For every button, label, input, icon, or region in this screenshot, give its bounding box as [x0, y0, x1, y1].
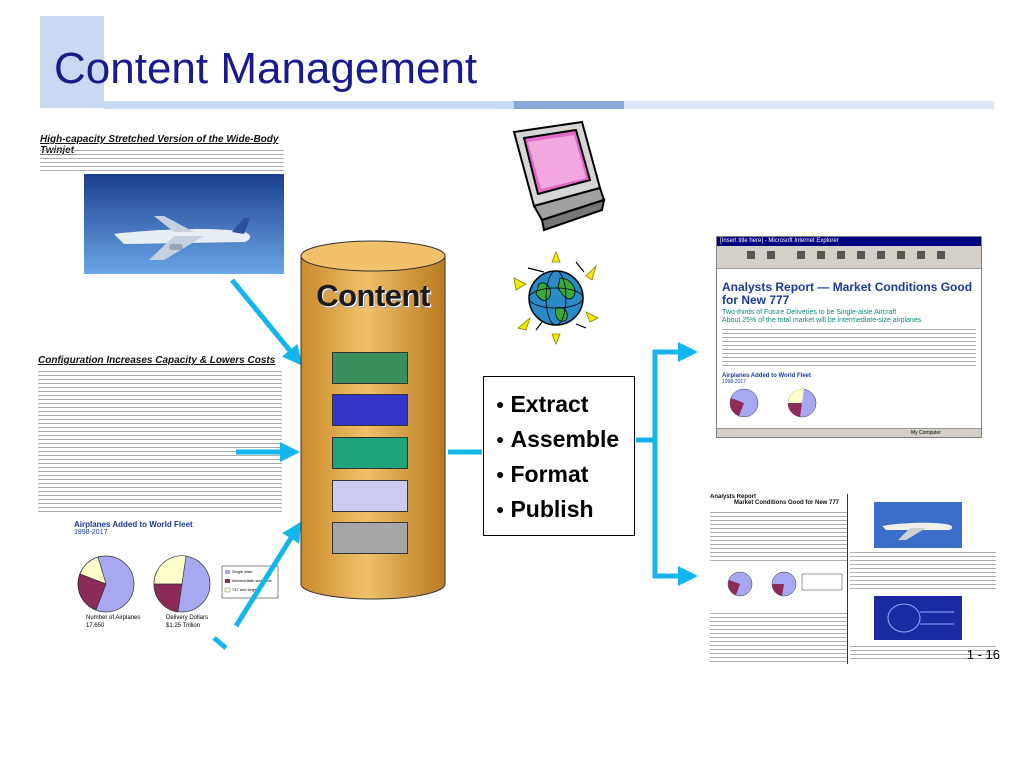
- browser-pie-charts: [729, 388, 817, 418]
- step-item: ● Publish: [496, 492, 634, 527]
- toolbar-icons: [747, 251, 945, 259]
- content-slab-2: [332, 394, 408, 426]
- browser-output-window: [Insert title here] - Microsoft Internet…: [716, 236, 982, 438]
- step-item: ● Format: [496, 457, 634, 492]
- report-pie-charts: [727, 571, 843, 597]
- legend-item: Single aisle: [232, 569, 253, 574]
- process-steps-box: ● Extract ● Assemble ● Format ● Publish: [483, 376, 635, 536]
- printed-report-page-2: [848, 494, 996, 666]
- browser-page: Analysts Report — Market Conditions Good…: [717, 277, 981, 429]
- engine-diagram: [874, 596, 962, 640]
- title-rule: [104, 101, 994, 109]
- doc2-heading: Configuration Increases Capacity & Lower…: [38, 355, 276, 366]
- step-label: Extract: [510, 391, 589, 417]
- step-item: ● Assemble: [496, 422, 634, 457]
- content-repository-cylinder: [300, 240, 446, 600]
- source-doc-chart: Airplanes Added to World Fleet 1998-2017…: [74, 520, 280, 644]
- printed-report-page: Analysts Report Market Conditions Good f…: [710, 494, 848, 664]
- source-doc-article: High-capacity Stretched Version of the W…: [40, 134, 284, 274]
- airplane-icon: [114, 216, 250, 260]
- browser-chart-subtitle: 1998-2017: [722, 379, 746, 385]
- browser-status-text: My Computer: [910, 430, 941, 436]
- legend-item: Intermediate size aisle: [232, 578, 272, 583]
- step-item: ● Extract: [496, 387, 634, 422]
- browser-toolbar: [717, 246, 981, 269]
- pie2-label: Delivery Dollars $1.25 Trillion: [166, 615, 209, 629]
- step-label: Format: [510, 461, 589, 487]
- bullet-icon: ●: [496, 501, 505, 517]
- globe-icon: [513, 250, 599, 346]
- browser-heading: Analysts Report — Market Conditions Good…: [722, 280, 973, 307]
- content-slab-5: [332, 522, 408, 554]
- step-label: Publish: [510, 496, 594, 522]
- title-accent: [40, 16, 104, 108]
- monitor-icon: [512, 120, 606, 232]
- bullet-icon: ●: [496, 396, 505, 412]
- content-slab-4: [332, 480, 408, 512]
- browser-status-bar: My Computer: [717, 428, 981, 437]
- airplane-photo: [84, 174, 284, 274]
- left-chart-subtitle: 1998-2017: [74, 529, 108, 536]
- content-slab-3: [332, 437, 408, 469]
- bullet-icon: ●: [496, 431, 505, 447]
- pie1-label: Number of Airplanes 17,650: [86, 615, 141, 629]
- content-slab-1: [332, 352, 408, 384]
- browser-title-bar: [Insert title here] - Microsoft Internet…: [717, 237, 981, 246]
- cylinder-label: Content: [316, 278, 430, 313]
- legend-item: 747 and larger: [232, 587, 258, 592]
- source-doc-configuration: Configuration Increases Capacity & Lower…: [38, 355, 282, 515]
- report-title-2: Market Conditions Good for New 777: [734, 500, 840, 506]
- bullet-icon: ●: [496, 466, 505, 482]
- page-number: 1 - 16: [966, 647, 1000, 662]
- left-chart-title: Airplanes Added to World Fleet: [74, 520, 193, 529]
- browser-chart-title: Airplanes Added to World Fleet: [722, 373, 812, 379]
- report-title-1: Analysts Report: [710, 494, 757, 500]
- browser-subheading: Two-thirds of Future Deliveries to be Si…: [722, 309, 922, 324]
- report-airplane-photo: [874, 502, 962, 548]
- slide-title: Content Management: [54, 44, 478, 93]
- step-label: Assemble: [510, 426, 620, 452]
